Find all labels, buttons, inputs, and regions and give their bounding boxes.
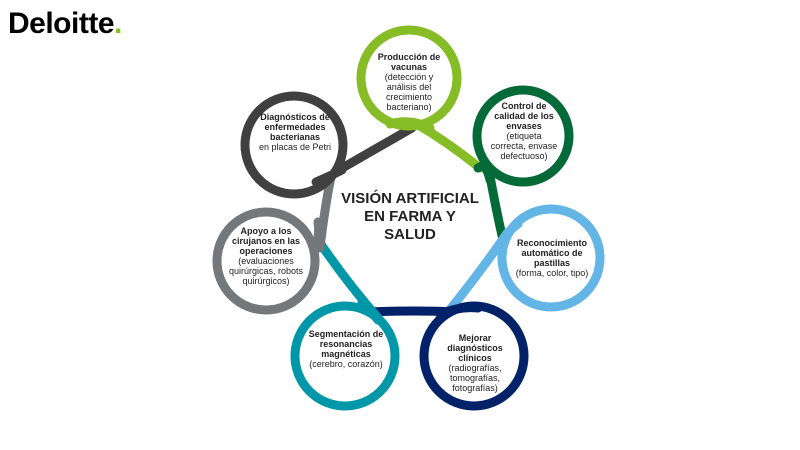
- overlap-bacterianas: [311, 165, 347, 187]
- node-vacunas: Producción de vacunas (detección y análi…: [369, 52, 449, 112]
- node-title: Reconocimiento automático de pastillas: [516, 238, 587, 268]
- node-title: Control de calidad de los envases: [494, 101, 554, 131]
- diagram-title: VISIÓN ARTIFICIAL EN FARMA Y SALUD: [341, 190, 479, 243]
- node-detail: (evaluaciones quirúrgicas, robots quirúr…: [228, 256, 304, 286]
- node-envases: Control de calidad de los envases (etiqu…: [488, 101, 560, 161]
- overlap-pastillas: [500, 219, 523, 241]
- ring-envases: [472, 85, 574, 187]
- overlap-vacunas: [385, 117, 435, 133]
- node-detail: (forma, color, tipo): [515, 268, 589, 278]
- overlap-envases: [473, 162, 495, 185]
- node-bacterianas: Diagnósticos de enfermedades bacterianas…: [252, 112, 338, 152]
- ring-pastillas: [497, 204, 605, 312]
- node-detail: (detección y análisis del crecimiento ba…: [384, 72, 434, 112]
- node-diagnosticos: Mejorar diagnósticos clínicos (radiograf…: [438, 333, 512, 393]
- overlap-resonancias: [357, 297, 383, 325]
- logo-text: Deloitte: [8, 7, 115, 40]
- node-title: Diagnósticos de enfermedades bacterianas: [260, 112, 330, 142]
- overlap-diagnosticos: [435, 303, 483, 319]
- ring-resonancias: [290, 301, 400, 411]
- overlap-cirujanos: [311, 217, 324, 253]
- logo-dot: .: [114, 7, 122, 40]
- node-detail: en placas de Petri: [258, 142, 332, 152]
- node-title: Apoyo a los cirujanos en las operaciones: [231, 226, 301, 256]
- node-title: Segmentación de resonancias magnéticas: [308, 329, 384, 359]
- node-detail: (etiqueta correcta, envase defectuoso): [490, 131, 558, 161]
- node-pastillas: Reconocimiento automático de pastillas (…: [510, 238, 594, 278]
- node-title: Producción de vacunas: [377, 52, 441, 72]
- ring-bacterianas: [240, 91, 348, 199]
- node-detail: (cerebro, corazón): [309, 359, 383, 369]
- node-detail: (radiografías, tomografías, fotografías): [448, 363, 502, 393]
- ring-cirujanos: [212, 207, 320, 315]
- deloitte-logo: Deloitte.: [8, 6, 122, 42]
- node-resonancias: Segmentación de resonancias magnéticas (…: [307, 329, 385, 369]
- node-title: Mejorar diagnósticos clínicos: [447, 333, 503, 363]
- connector-pastillas-diagnosticos: [443, 227, 513, 317]
- node-cirujanos: Apoyo a los cirujanos en las operaciones…: [228, 226, 304, 286]
